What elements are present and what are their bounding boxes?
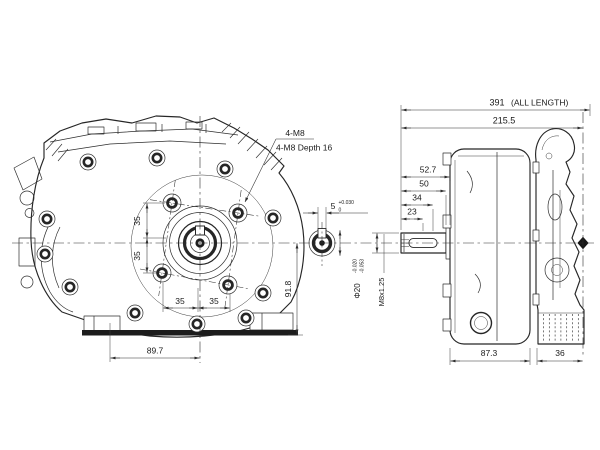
front-left-details	[13, 156, 74, 313]
keyway-width-label: 5	[331, 201, 336, 211]
dim-35-v1: 35	[132, 216, 142, 226]
dim-50-label: 50	[419, 179, 429, 189]
dim-35-v2: 35	[132, 251, 142, 261]
dim-keyway-width: 5 +0.030 0	[303, 200, 368, 256]
front-bolt-holes	[152, 193, 248, 295]
dim-shaft-diameter: Φ20 -0.020 -0.053 M8x1.25	[353, 232, 399, 307]
dim-91-8-label: 91.8	[283, 280, 293, 297]
bolt-note-line2: 4-M8 Depth 16	[276, 143, 332, 153]
side-cylinder-profile	[532, 128, 585, 345]
shaft-dia-tol-upper: -0.020	[353, 259, 359, 273]
front-mounting-base	[82, 312, 298, 336]
front-perimeter-bosses	[36, 149, 282, 333]
dim-34-label: 34	[412, 193, 422, 203]
shaft-dia-tol-lower: -0.053	[360, 259, 366, 273]
dim-89-7-label: 89.7	[147, 346, 164, 356]
dim-215-5: 215.5	[401, 116, 583, 130]
shaft-diameter-label: Φ20	[353, 283, 362, 299]
side-view	[400, 128, 589, 345]
bolt-note: 4-M8 4-M8 Depth 16	[244, 128, 332, 203]
side-crankcase	[442, 148, 531, 345]
dim-87-3-label: 87.3	[481, 348, 498, 358]
dim-52-7-label: 52.7	[420, 165, 437, 175]
dim-391-note: (ALL LENGTH)	[511, 98, 568, 108]
front-outline	[30, 115, 305, 338]
front-view	[13, 115, 305, 338]
keyway-tol-upper: +0.030	[339, 200, 355, 206]
centerlines	[12, 112, 594, 363]
dim-391-label: 391	[489, 98, 504, 108]
dim-35-h1: 35	[175, 296, 185, 306]
dim-bolt-vertical: 35 35	[132, 202, 166, 274]
dimensions: 35 35 35 35 89.7	[109, 98, 591, 365]
front-top-bracket	[49, 121, 239, 153]
front-hatching	[45, 122, 283, 171]
keyway-tol-lower: 0	[339, 208, 342, 214]
side-foot-hatch	[543, 314, 579, 341]
dim-bottom-depths: 87.3 36	[449, 348, 583, 365]
bolt-note-line1: 4-M8	[285, 128, 305, 138]
front-inner-contour	[130, 174, 274, 318]
dim-91-8: 91.8	[283, 243, 303, 336]
dim-shaft-stack: 52.7 50 34 23	[401, 165, 451, 231]
dim-89-7: 89.7	[109, 323, 200, 362]
thread-spec-label: M8x1.25	[377, 278, 386, 307]
dim-215-5-label: 215.5	[493, 116, 516, 126]
dim-bolt-horizontal: 35 35	[162, 283, 231, 312]
dim-391: 391 (ALL LENGTH)	[400, 98, 591, 230]
dim-35-h2: 35	[209, 296, 219, 306]
dim-36-label: 36	[555, 348, 565, 358]
dim-23-label: 23	[407, 207, 417, 217]
